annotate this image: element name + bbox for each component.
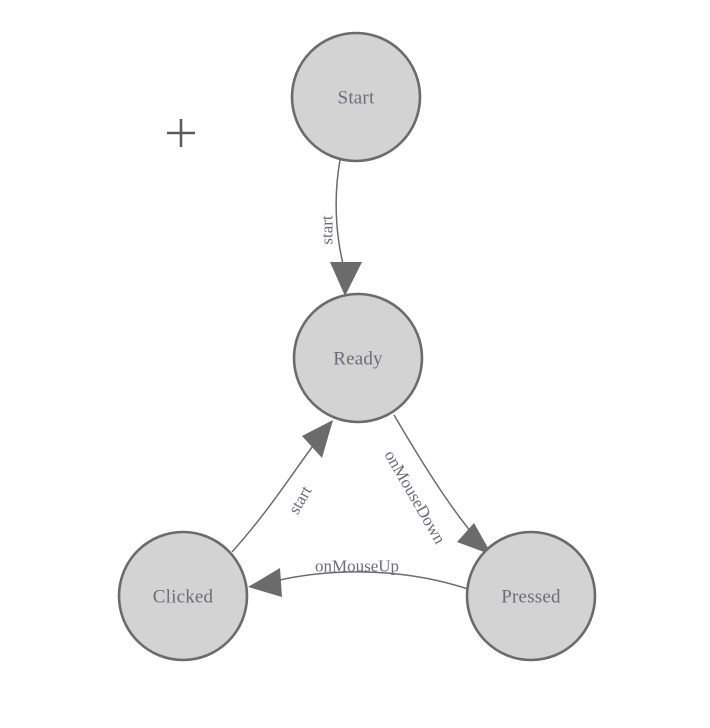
edge-start-to-ready-arrowhead <box>330 262 362 296</box>
edge-pressed-to-clicked-arrowhead <box>248 568 282 597</box>
node-clicked-label: Clicked <box>153 587 214 608</box>
node-ready[interactable]: Ready <box>292 292 424 424</box>
edge-label-ready-to-pressed: onMouseDown <box>381 447 450 548</box>
edge-label-pressed-to-clicked: onMouseUp <box>315 557 399 576</box>
edge-pressed-to-clicked[interactable]: onMouseUp <box>248 557 469 598</box>
edge-ready-to-pressed[interactable]: onMouseDown <box>381 414 492 555</box>
edge-label-start-to-ready: start <box>318 215 337 245</box>
node-clicked[interactable]: Clicked <box>117 530 249 662</box>
node-start-circle <box>290 31 422 163</box>
edge-label-clicked-to-ready: start <box>284 482 315 517</box>
node-start-label: Start <box>338 88 375 109</box>
node-pressed[interactable]: Pressed <box>465 530 597 662</box>
crosshair-icon <box>167 119 195 147</box>
edge-pressed-to-clicked-path <box>274 571 469 590</box>
edge-ready-to-pressed-arrowhead <box>457 523 492 555</box>
edge-clicked-to-ready-arrowhead <box>302 420 333 458</box>
edge-start-to-ready[interactable]: start <box>318 159 363 296</box>
node-start[interactable]: Start <box>290 31 422 163</box>
node-clicked-circle <box>117 530 249 662</box>
node-pressed-label: Pressed <box>501 587 561 608</box>
edge-start-to-ready-path <box>335 159 345 269</box>
edge-clicked-to-ready[interactable]: start <box>231 420 333 553</box>
node-ready-label: Ready <box>333 349 383 370</box>
node-ready-circle <box>292 292 424 424</box>
node-pressed-circle <box>465 530 597 662</box>
edge-clicked-to-ready-path <box>231 442 316 553</box>
